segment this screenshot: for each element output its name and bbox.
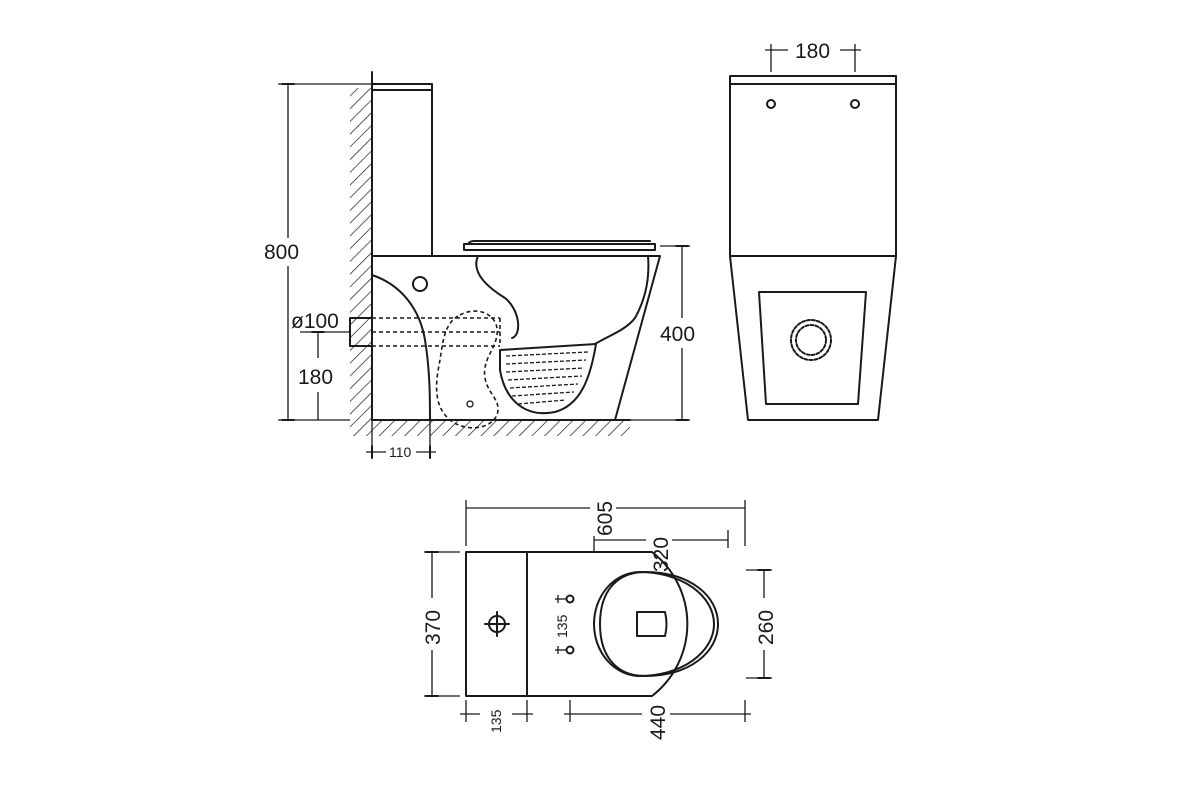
bowl-body: [371, 255, 661, 421]
dim-seat-center-offset: 320: [650, 537, 673, 572]
front-view: 180: [729, 40, 897, 421]
dim-total-height: 800: [264, 241, 299, 264]
bowl-front: [729, 255, 897, 421]
dim-outlet-wall-offset: 110: [389, 444, 412, 460]
dim-bowl-length: 440: [647, 705, 670, 740]
dim-tank-width: 180: [795, 40, 830, 63]
trap-water: [499, 343, 597, 415]
tank-front: [729, 83, 897, 257]
dim-total-length: 605: [594, 501, 617, 536]
dim-outlet-height: 180: [298, 366, 333, 389]
top-outline: [465, 551, 689, 697]
wall-hatch: [350, 88, 372, 420]
seat-outline: [593, 571, 715, 677]
dim-seat-width: 260: [755, 610, 778, 645]
dim-hole-spacing: 135: [554, 614, 570, 638]
top-view: 135 605 320 370 260 135: [422, 500, 778, 740]
dim-bowl-height: 400: [660, 323, 695, 346]
dim-outlet-diameter: ø100: [291, 310, 339, 333]
seat-lid: [463, 243, 656, 251]
dim-tank-depth: 135: [488, 709, 504, 733]
trapway-dashed: [435, 310, 499, 429]
outlet-circle: [790, 319, 832, 361]
side-view: 800 ø100 180 400 110: [264, 71, 695, 460]
floor-hatch: [350, 420, 630, 436]
dim-total-width: 370: [422, 610, 445, 645]
tank-side: [371, 83, 433, 257]
